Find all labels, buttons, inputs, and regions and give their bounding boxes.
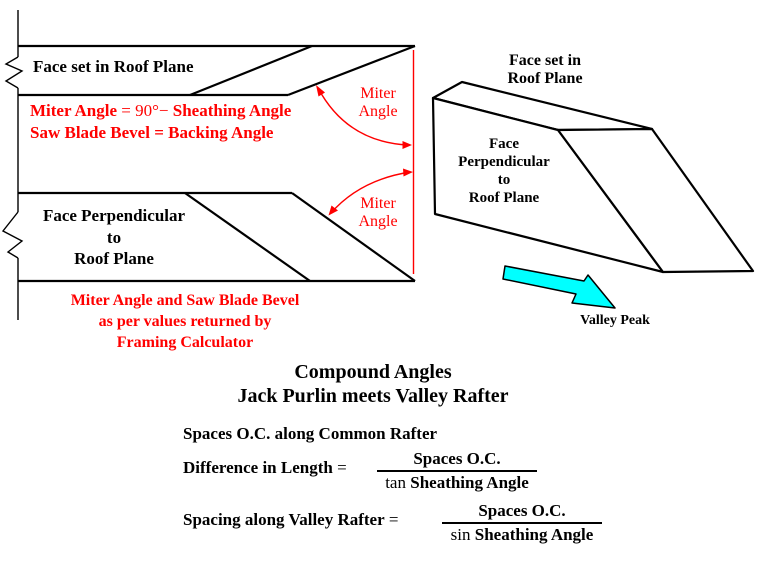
board2-miter-cut-edge [291,192,416,282]
spacing-numerator: Spaces O.C. [442,501,602,524]
miter-arc2-arrowhead-right [403,168,413,177]
difference-numerator: Spaces O.C. [377,449,537,472]
break-zigzag-top [4,56,24,89]
spacing-fraction: Spaces O.C. sin Sheathing Angle [442,501,602,545]
difference-in-length-label: Difference in Length = [183,458,347,477]
framing-calculator-note: Miter Angle and Saw Blade Bevel as per v… [70,292,300,351]
miter-arc1-arrowhead-left [316,85,325,97]
board1-face-label: Face set in Roof Plane [33,57,194,76]
valley-peak-label: Valley Peak [580,313,650,328]
miter-arc-board1 [317,87,409,146]
board1-bevel-line [189,44,313,97]
miter-arc2-arrowhead-left [328,205,338,216]
board1-miter-cut-edge [287,44,416,97]
miter-arc-board2 [330,171,411,214]
difference-fraction: Spaces O.C. tan Sheathing Angle [377,449,537,493]
board2-face-label: Face Perpendicular to Roof Plane [42,206,186,268]
spacing-denominator: sin Sheathing Angle [450,525,594,544]
valley-peak-arrow [502,265,616,309]
spaces-oc-note: Spaces O.C. along Common Rafter [183,424,438,443]
wedge-top-face-label: Face set in Roof Plane [507,52,583,87]
break-zigzag-bottom [1,211,24,259]
miter-angle-label-board2: Miter Angle [358,195,398,230]
spacing-along-valley-label: Spacing along Valley Rafter = [183,510,399,529]
miter-angle-formula-note: Miter Angle = 90°− Sheathing Angle [30,101,292,120]
difference-denominator: tan Sheathing Angle [385,473,529,492]
saw-blade-bevel-note: Saw Blade Bevel = Backing Angle [30,123,274,142]
wedge-miter-cut-face [556,127,755,274]
miter-angle-label-board1: Miter Angle [358,85,398,120]
miter-arc1-arrowhead-right [402,141,412,149]
board2-bevel-line [184,192,311,282]
wedge-front-face-label: Face Perpendicular to Roof Plane [458,136,550,206]
page-title: Compound Angles Jack Purlin meets Valley… [237,361,509,407]
